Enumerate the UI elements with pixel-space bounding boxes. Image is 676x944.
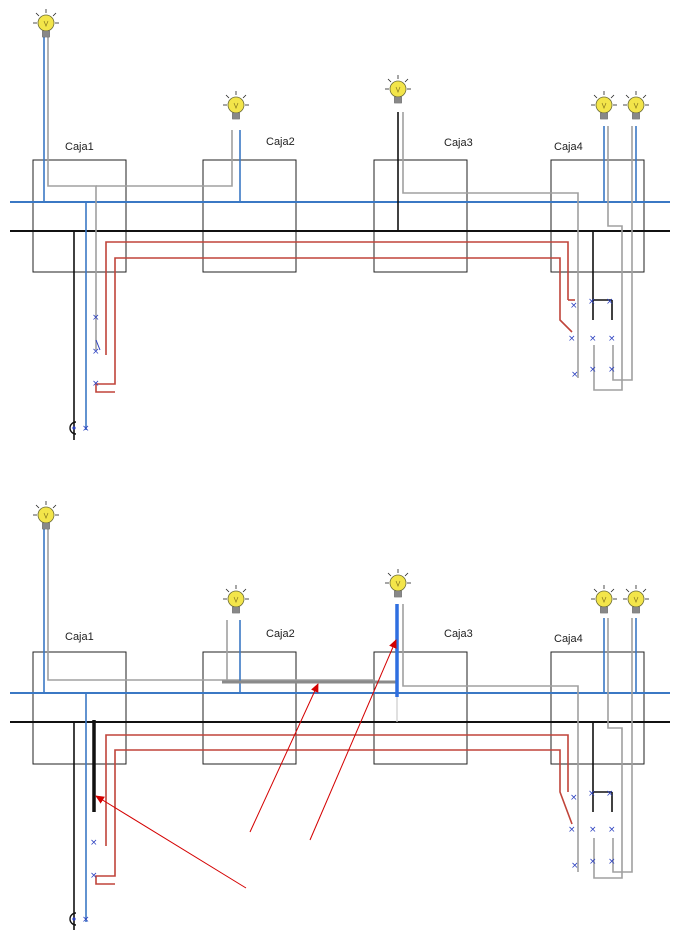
power-outlet-icon: × [69,912,90,926]
return-wire [402,112,579,370]
light-bulb-icon [590,584,618,614]
return-wire [96,130,233,187]
junction-box-caja4: Caja4 [550,633,645,765]
return-wire [402,604,579,862]
junction-box-caja3: Caja3 [373,628,473,765]
switch-icon: × [608,334,616,344]
switch-icon: × [571,370,579,380]
box-label: Caja3 [444,137,473,149]
switch-icon: × [90,838,98,848]
switch-icon: × [588,789,596,799]
return-wire [47,36,97,350]
switch-icon: × [571,861,579,871]
traveler-wire [95,257,561,393]
switch-icon: × [608,825,616,835]
light-bulb-icon [222,584,250,614]
annotation-arrow-icon [249,683,319,833]
traveler-wire [559,300,573,333]
switch-icon: × [90,871,98,881]
light-bulb-icon [590,90,618,120]
return-wire [612,126,633,381]
switch-icon: × [588,297,596,307]
phase-wire [592,722,612,793]
return-wire [612,618,633,873]
traveler-wire [95,749,573,885]
light-bulb-icon [222,90,250,120]
svg-text:×: × [82,915,90,925]
switch-icon: × [570,301,578,311]
junction-box-caja3: Caja3 [373,137,473,273]
junction-box-caja2: Caja2 [202,628,297,765]
light-bulb-icon [32,8,60,38]
return-wire [47,528,374,681]
switch-icon: × [568,334,576,344]
junction-box-caja4: Caja4 [550,141,645,273]
switch-icon: × [92,347,100,357]
phase-wire [592,231,612,301]
switch-icon: × [589,365,597,375]
svg-text:×: × [82,424,90,434]
light-bulb-icon [384,74,412,104]
switch-icon: × [92,313,100,323]
box-label: Caja2 [266,136,295,148]
light-bulb-icon [384,568,412,598]
junction-box-caja1: Caja1 [32,141,127,273]
diagram-2: Caja1 Caja2 Caja3 Caja4 [10,500,670,930]
return-wire [593,126,623,391]
annotation-arrow-icon [95,795,247,889]
annotation-arrow-icon [309,639,397,841]
return-wire [593,618,623,879]
switch-icon: × [606,297,614,307]
switch-icon: × [608,857,616,867]
switch-icon: × [568,825,576,835]
switch-icon: × [606,789,614,799]
box-label: Caja1 [65,141,94,153]
light-bulb-icon [622,90,650,120]
box-label: Caja4 [554,633,583,645]
power-outlet-icon: × [69,421,90,435]
switch-icon: × [608,365,616,375]
switch-icon: × [589,825,597,835]
light-bulb-icon [622,584,650,614]
light-bulb-icon [32,500,60,530]
traveler-wire [105,241,569,355]
junction-box-caja1: Caja1 [32,631,127,765]
switch-icon: × [570,793,578,803]
switch-icon: × [589,857,597,867]
box-label: Caja2 [266,628,295,640]
switch-icon: × [92,379,100,389]
traveler-wire [105,734,569,846]
box-label: Caja3 [444,628,473,640]
box-label: Caja1 [65,631,94,643]
junction-box-caja2: Caja2 [202,136,297,273]
diagram-1: Caja1 Caja2 Caja3 Caja4 [10,8,670,440]
switch-icon: × [589,334,597,344]
box-label: Caja4 [554,141,583,153]
